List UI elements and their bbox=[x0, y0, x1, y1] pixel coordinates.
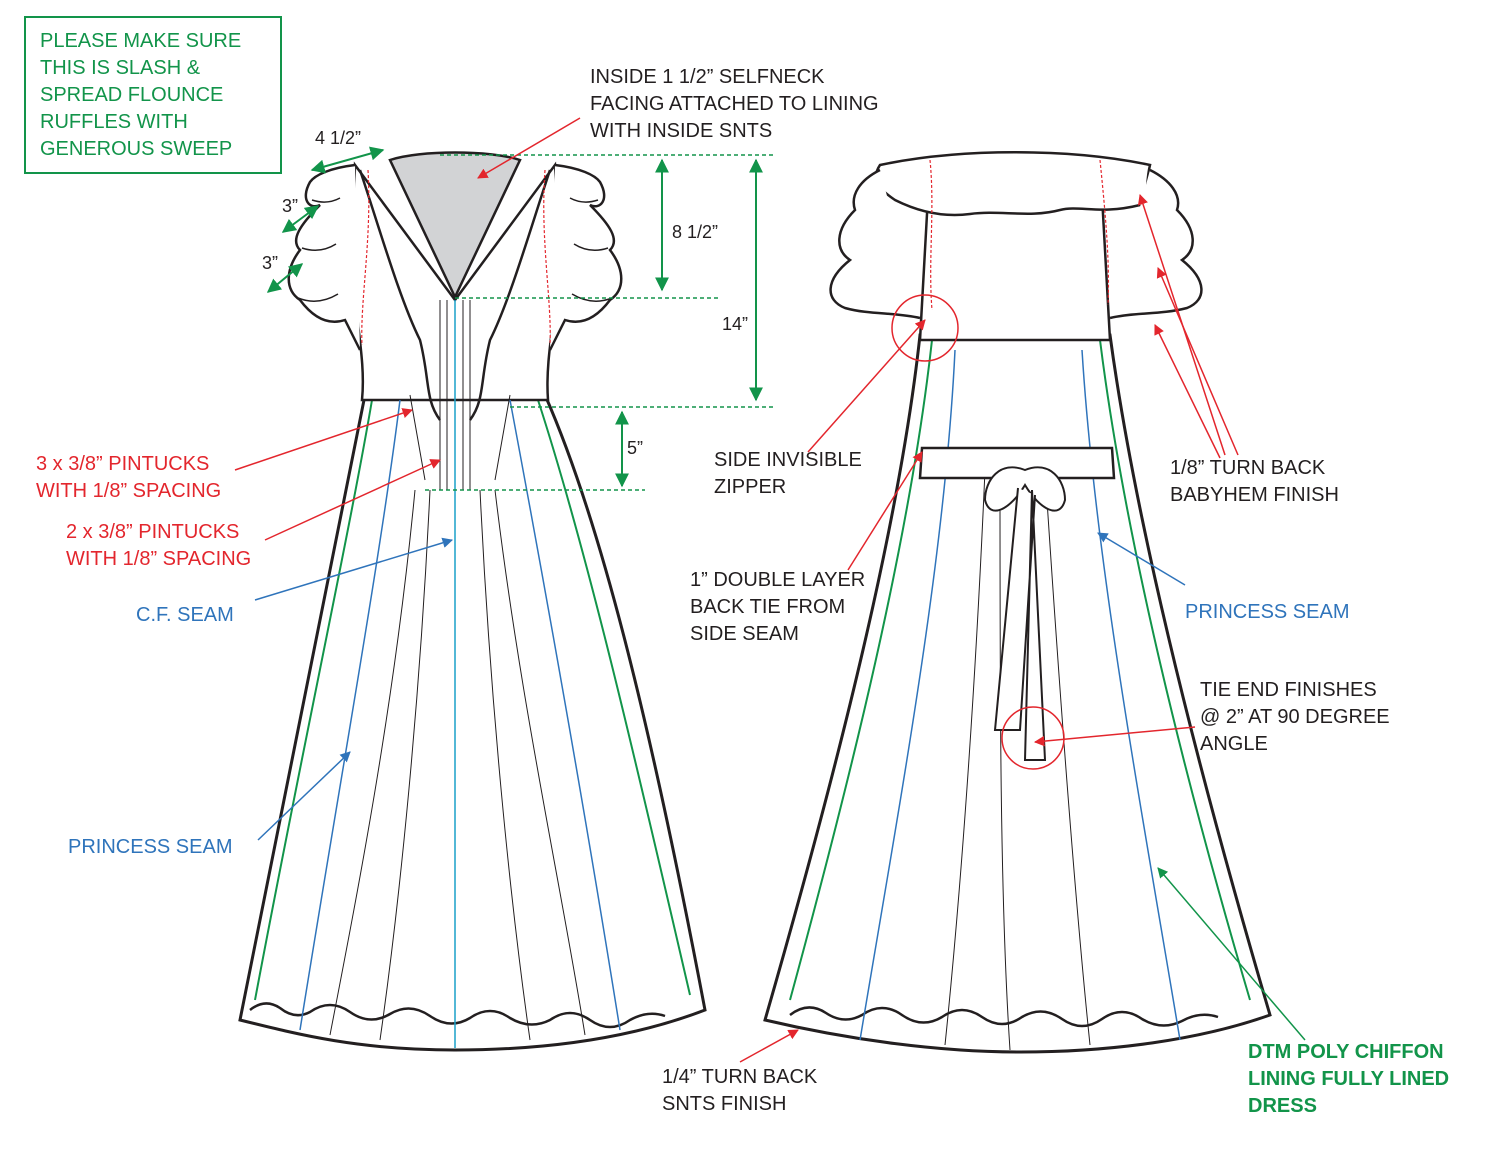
back-bow bbox=[983, 466, 1067, 512]
front-princess-seam bbox=[299, 399, 621, 1031]
back-skirt-folds bbox=[944, 469, 1091, 1051]
dim-neck-drop: 8 1/2” bbox=[672, 222, 719, 242]
back-hem-ruffle bbox=[789, 1006, 1219, 1028]
callout-back-princess-seam: PRINCESS SEAM bbox=[1185, 601, 1350, 623]
callout-back-tie: 1” DOUBLE LAYER BACK TIE FROM SIDE SEAM bbox=[690, 569, 866, 645]
dim-ruffle-1: 3” bbox=[282, 196, 299, 216]
zipper-highlight-circle bbox=[891, 294, 959, 362]
front-pintucks bbox=[409, 300, 511, 490]
front-left-sleeve-ruffles bbox=[287, 163, 362, 351]
callout-lining: DTM POLY CHIFFON LINING FULLY LINED DRES… bbox=[1248, 1041, 1450, 1117]
note-line-3: SPREAD FLOUNCE bbox=[40, 84, 224, 106]
front-left-ruffle-tiers bbox=[297, 197, 341, 302]
callout-turn-back-babyhem: 1/8” TURN BACK BABYHEM FINISH bbox=[1170, 457, 1339, 506]
front-hem-ruffle bbox=[249, 1002, 666, 1029]
dim-pintuck-length: 5” bbox=[627, 438, 644, 458]
back-lining-line bbox=[789, 339, 1251, 1001]
callout-pintucks-3: 3 x 3/8” PINTUCKS WITH 1/8” SPACING bbox=[36, 453, 222, 502]
front-right-ruffle-tiers bbox=[569, 197, 613, 302]
front-dimension-lines bbox=[266, 146, 775, 491]
back-belt bbox=[918, 446, 1116, 480]
callout-front-princess-seam: PRINCESS SEAM bbox=[68, 836, 233, 858]
dim-ruffle-2: 3” bbox=[262, 253, 279, 273]
front-cascade-ruffles bbox=[358, 169, 552, 421]
callout-pintucks-2: 2 x 3/8” PINTUCKS WITH 1/8” SPACING bbox=[66, 521, 252, 570]
instruction-note-box: PLEASE MAKE SURE THIS IS SLASH & SPREAD … bbox=[24, 16, 282, 174]
callout-neck-facing: INSIDE 1 1/2” SELFNECK FACING ATTACHED T… bbox=[590, 66, 879, 142]
back-collar-ruffle bbox=[874, 151, 1152, 217]
note-line-1: PLEASE MAKE SURE bbox=[40, 30, 242, 52]
note-line-5: GENEROUS SWEEP bbox=[40, 138, 233, 160]
dim-sleeve-width: 4 1/2” bbox=[315, 128, 362, 148]
back-red-seam-guides bbox=[929, 159, 1110, 311]
front-body-outline bbox=[238, 393, 707, 1052]
front-red-seam-guides bbox=[361, 169, 551, 346]
callout-cf-seam: C.F. SEAM bbox=[136, 604, 234, 626]
front-view bbox=[238, 151, 707, 1052]
dim-shoulder-to-waist: 14” bbox=[722, 314, 749, 334]
front-right-sleeve-ruffles bbox=[548, 163, 623, 351]
back-view bbox=[763, 151, 1272, 1054]
callout-hem-finish: 1/4” TURN BACK SNTS FINISH bbox=[662, 1066, 818, 1115]
note-line-4: RUFFLES WITH bbox=[40, 111, 188, 133]
callout-tie-end: TIE END FINISHES @ 2” AT 90 DEGREE ANGLE bbox=[1200, 679, 1390, 755]
back-callout-arrows bbox=[739, 194, 1306, 1063]
note-line-2: THIS IS SLASH & bbox=[40, 57, 201, 79]
callout-side-zipper: SIDE INVISIBLE ZIPPER bbox=[714, 449, 862, 498]
front-lining-line bbox=[254, 399, 691, 1001]
back-left-sleeve-ruffles bbox=[829, 168, 921, 320]
front-neckline bbox=[388, 151, 522, 300]
back-princess-seam bbox=[859, 349, 1181, 1041]
tie-end-highlight-circle bbox=[1001, 706, 1065, 770]
front-callout-arrows bbox=[234, 117, 581, 841]
front-skirt-folds bbox=[329, 489, 586, 1041]
back-tie-ends bbox=[993, 487, 1047, 761]
